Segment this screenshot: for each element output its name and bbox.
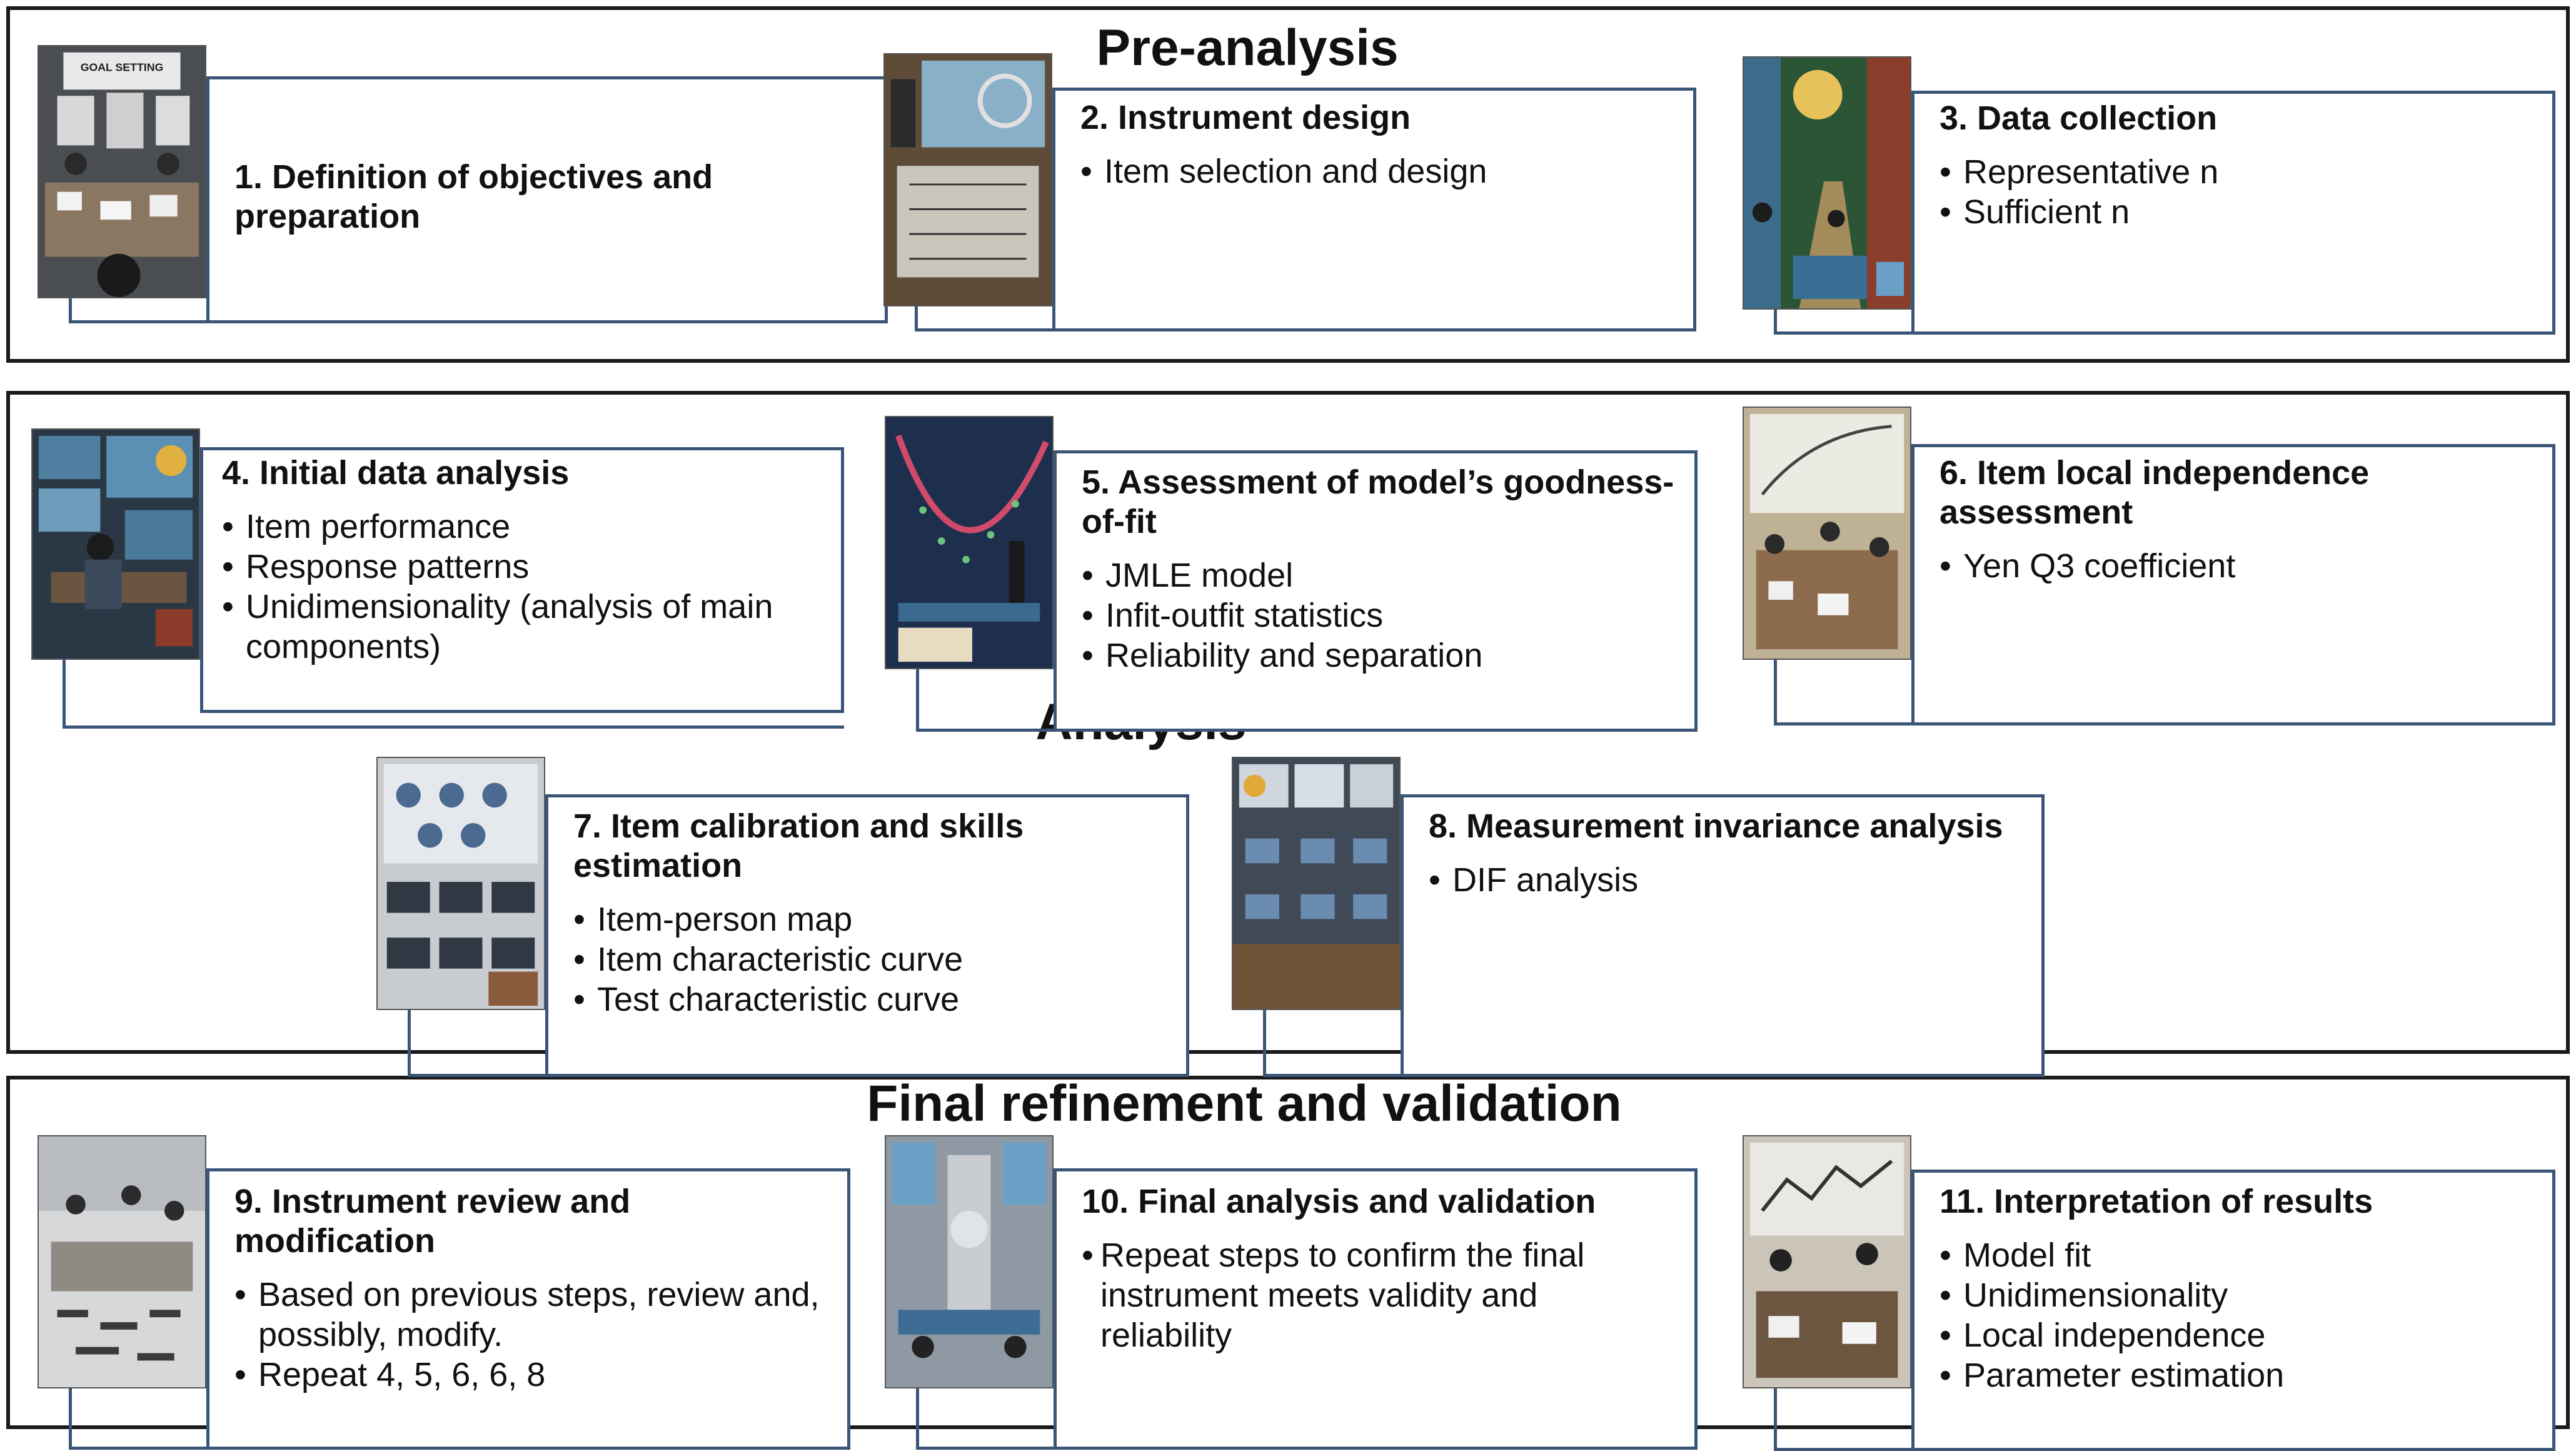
invariance-image [1232, 757, 1401, 1010]
step-card-11: 11. Interpretation of results Model fit … [1743, 1135, 2555, 1451]
analysis-section [6, 391, 2570, 1054]
step-card-9: 9. Instrument review and modification Ba… [38, 1135, 850, 1450]
bullet-item: Item-person map [573, 899, 1167, 939]
goal-setting-image: GOAL SETTING [38, 45, 206, 298]
bullet-item: Repeat 4, 5, 6, 6, 8 [234, 1355, 828, 1395]
step-bullets-8: DIF analysis [1429, 860, 2023, 900]
pre-analysis-title: Pre-analysis [1096, 19, 1399, 76]
final-title: Final refinement and validation [867, 1075, 1622, 1132]
step-heading-8: 8. Measurement invariance analysis [1429, 807, 2003, 845]
step-card-5: 5. Assessment of model’s goodness-of-fit… [885, 416, 1698, 732]
step-bullets-5: JMLE model Infit-outfit statistics Relia… [1082, 555, 1676, 675]
step-bullets-9: Based on previous steps, review and, pos… [234, 1275, 828, 1395]
bullet-item: Sufficient n [1940, 192, 2533, 232]
bullet-item: Reliability and separation [1082, 635, 1676, 675]
validation-image [885, 1135, 1054, 1388]
pre-analysis-section [6, 6, 2570, 363]
step-card-1: GOAL SETTING 1. Definition of objectives… [38, 45, 888, 326]
step-heading-6: 6. Item local independence assessment [1940, 454, 2370, 531]
bullet-item: DIF analysis [1429, 860, 2023, 900]
bullet-item: JMLE model [1082, 555, 1676, 595]
step-heading-5: 5. Assessment of model’s goodness-of-fit [1082, 463, 1674, 540]
step-bullets-2: Item selection and design [1080, 151, 1674, 191]
bullet-item: Yen Q3 coefficient [1940, 546, 2533, 586]
bullet-item: Model fit [1940, 1235, 2533, 1275]
initial-analysis-image [31, 428, 200, 660]
instrument-design-image [883, 53, 1052, 306]
step-card-8: 8. Measurement invariance analysis DIF a… [1232, 757, 2045, 1077]
step-card-3: 3. Data collection Representative n Suff… [1743, 56, 2555, 338]
step-card-6: 6. Item local independence assessment Ye… [1743, 407, 2555, 726]
step-heading-1: 1. Definition of objectives and preparat… [234, 158, 713, 235]
step-card-4: 4. Initial data analysis Item performanc… [31, 428, 844, 729]
bullet-item: Parameter estimation [1940, 1355, 2533, 1395]
bullet-item: Unidimensionality (analysis of main comp… [222, 587, 822, 667]
data-collection-image [1743, 56, 1911, 310]
model-fit-image [885, 416, 1054, 669]
review-image [38, 1135, 206, 1388]
step-bullets-10: Repeat steps to confirm the final instru… [1082, 1235, 1676, 1355]
step-heading-9: 9. Instrument review and modification [234, 1183, 631, 1260]
bullet-item: Item selection and design [1080, 151, 1674, 191]
goal-setting-label: GOAL SETTING [81, 61, 164, 74]
step-heading-4: 4. Initial data analysis [222, 454, 570, 492]
step-heading-2: 2. Instrument design [1080, 99, 1411, 136]
calibration-image [376, 757, 545, 1010]
step-card-10: 10. Final analysis and validation Repeat… [885, 1135, 1698, 1450]
bullet-item: Infit-outfit statistics [1082, 595, 1676, 635]
step-bullets-4: Item performance Response patterns Unidi… [222, 507, 822, 667]
step-card-7: 7. Item calibration and skills estimatio… [376, 757, 1189, 1077]
step-heading-3: 3. Data collection [1940, 99, 2218, 137]
local-independence-image [1743, 407, 1911, 660]
step-bullets-11: Model fit Unidimensionality Local indepe… [1940, 1235, 2533, 1395]
bullet-item: Based on previous steps, review and, pos… [234, 1275, 828, 1355]
step-bullets-6: Yen Q3 coefficient [1940, 546, 2533, 586]
bullet-item: Item characteristic curve [573, 939, 1167, 979]
step-heading-7: 7. Item calibration and skills estimatio… [573, 807, 1024, 884]
step-heading-11: 11. Interpretation of results [1940, 1183, 2373, 1220]
step-bullets-3: Representative n Sufficient n [1940, 152, 2533, 232]
bullet-item: Local independence [1940, 1315, 2533, 1355]
bullet-item: Unidimensionality [1940, 1275, 2533, 1315]
bullet-item: Test characteristic curve [573, 979, 1167, 1019]
step-card-2: 2. Instrument design Item selection and … [883, 53, 1696, 335]
bullet-item: Item performance [222, 507, 822, 547]
bullet-item: Repeat steps to confirm the final instru… [1082, 1235, 1676, 1355]
bullet-item: Response patterns [222, 547, 822, 587]
step-bullets-7: Item-person map Item characteristic curv… [573, 899, 1167, 1019]
step-heading-10: 10. Final analysis and validation [1082, 1183, 1596, 1220]
interpretation-image [1743, 1135, 1911, 1388]
bullet-item: Representative n [1940, 152, 2533, 192]
